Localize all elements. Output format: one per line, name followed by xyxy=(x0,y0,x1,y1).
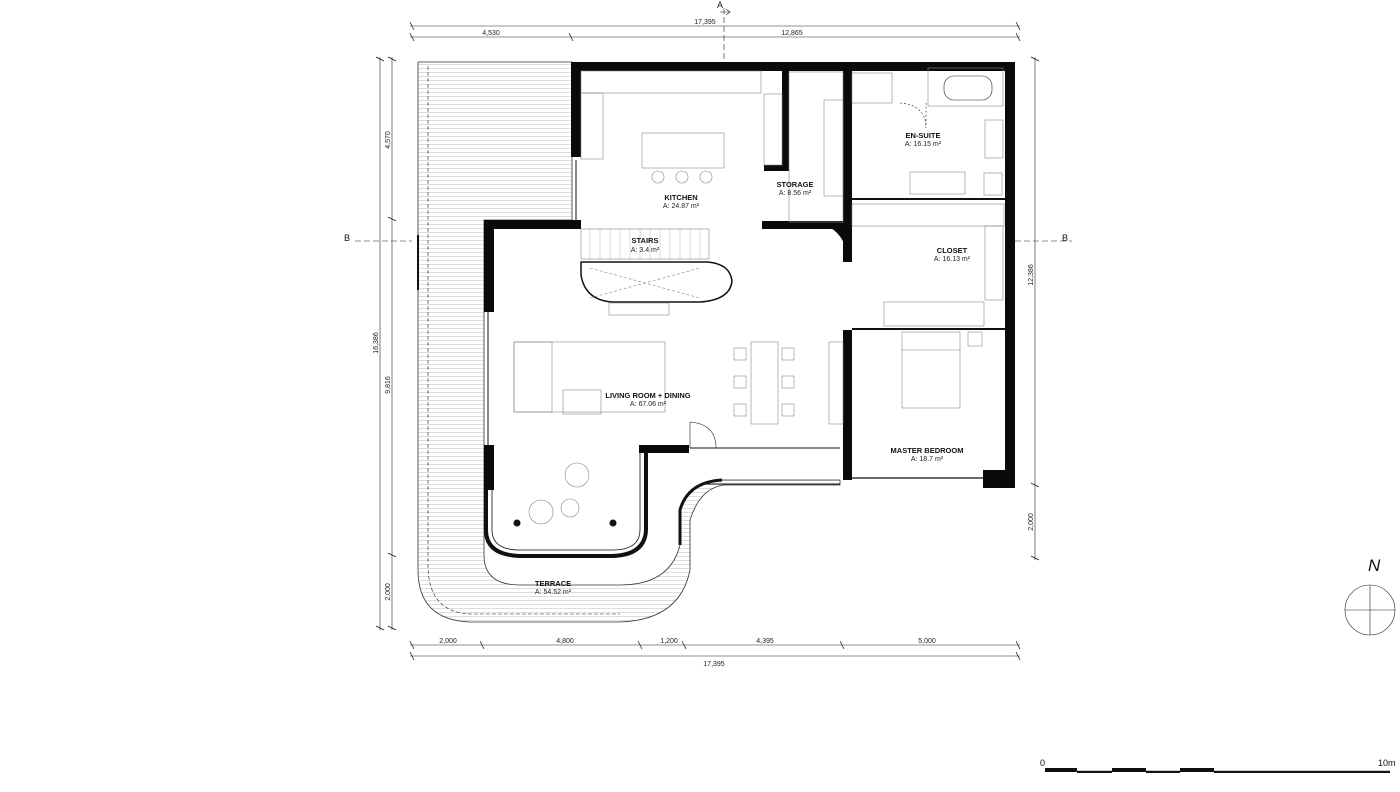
dimension-ticks xyxy=(375,21,1040,661)
scale-start: 0 xyxy=(1040,758,1045,768)
room-name-master: MASTER BEDROOM xyxy=(891,446,964,455)
room-name-living: LIVING ROOM + DINING xyxy=(605,391,690,400)
room-area-living: A: 67.06 m² xyxy=(630,401,667,408)
dim-top-total: 17,395 xyxy=(694,19,716,26)
dim-left-1: 4,570 xyxy=(385,131,392,149)
room-name-ensuite: EN-SUITE xyxy=(905,131,940,140)
living-bay xyxy=(484,452,723,558)
dim-bottom-1: 2,000 xyxy=(439,638,457,645)
dim-bottom-3: 1,200 xyxy=(660,638,678,645)
dim-left-total: 16,386 xyxy=(373,332,380,354)
dim-right-1: 12,386 xyxy=(1028,264,1035,286)
furniture xyxy=(513,70,1005,527)
compass-icon xyxy=(1344,584,1396,636)
section-mark-b-left: B xyxy=(344,233,350,243)
room-area-ensuite: A: 16.15 m² xyxy=(905,141,942,148)
room-area-kitchen: A: 24.87 m² xyxy=(663,203,700,210)
section-mark-b-right: B xyxy=(1062,233,1068,243)
room-area-terrace: A: 54.52 m² xyxy=(535,589,572,596)
room-name-kitchen: KITCHEN xyxy=(664,193,697,202)
room-name-terrace: TERRACE xyxy=(535,579,571,588)
scale-end: 10m xyxy=(1378,758,1396,768)
section-mark-a: A xyxy=(717,0,723,10)
scale-bar xyxy=(1045,768,1390,773)
walls xyxy=(484,62,1015,490)
dim-bottom-2: 4,800 xyxy=(556,638,574,645)
dim-top-left: 4,530 xyxy=(482,30,500,37)
terrace xyxy=(417,61,841,623)
interior-partitions xyxy=(417,67,1005,485)
dim-right-2: 2,000 xyxy=(1028,513,1035,531)
dim-bottom-5: 5,000 xyxy=(918,638,936,645)
dim-left-3: 2,000 xyxy=(385,583,392,601)
dim-top-right: 12,865 xyxy=(781,30,803,37)
dim-left-2: 9,816 xyxy=(385,376,392,394)
dim-bottom-4: 4,395 xyxy=(756,638,774,645)
room-area-closet: A: 16.13 m² xyxy=(934,256,971,263)
room-area-storage: A: 8.56 m² xyxy=(779,190,812,197)
room-name-closet: CLOSET xyxy=(937,246,968,255)
room-area-master: A: 18.7 m² xyxy=(911,456,944,463)
dim-bottom-total: 17,395 xyxy=(703,661,725,668)
north-label: N xyxy=(1368,556,1381,575)
section-arrow-a xyxy=(720,8,731,16)
room-name-stairs: STAIRS xyxy=(632,236,659,245)
room-area-stairs: A: 3.4 m² xyxy=(631,247,660,254)
room-name-storage: STORAGE xyxy=(777,180,814,189)
